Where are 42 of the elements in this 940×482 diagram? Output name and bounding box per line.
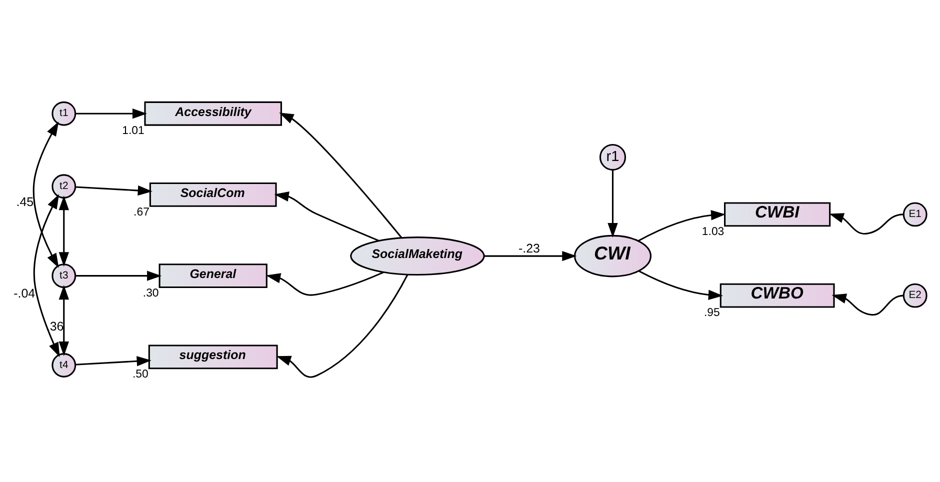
- arrow: [276, 274, 408, 378]
- arrow: [638, 270, 723, 300]
- node-ellipse: CWI: [574, 234, 652, 277]
- node-label: .50: [132, 368, 148, 380]
- arrow: [32, 120, 59, 268]
- edge-label: -.04: [14, 286, 36, 300]
- node-box: SocialCom: [149, 182, 277, 206]
- arrow: [76, 108, 148, 118]
- arrow: [638, 210, 726, 241]
- node-circle: r1: [599, 143, 626, 170]
- node-label: .95: [704, 306, 720, 319]
- arrow: [58, 284, 69, 356]
- arrow: [75, 356, 152, 366]
- edge-label: -.23: [518, 241, 540, 256]
- arrow: [75, 184, 152, 196]
- arrow: [76, 270, 162, 280]
- node-box: CWBO: [720, 282, 835, 308]
- node-box: Accessibility: [144, 100, 282, 126]
- node-circle: t2: [52, 174, 76, 198]
- node-ellipse: SocialMaketing: [350, 236, 485, 276]
- edge-label: .45: [16, 194, 34, 208]
- node-box: CWBI: [724, 202, 831, 226]
- arrow: [274, 190, 380, 241]
- arrow: [829, 212, 904, 234]
- arrow: [279, 112, 402, 238]
- arrow: [58, 195, 69, 266]
- node-label: .67: [134, 206, 150, 218]
- node-circle: t4: [52, 352, 76, 377]
- node-label: .30: [142, 286, 159, 299]
- node-circle: t1: [52, 100, 76, 126]
- arrow: [608, 170, 618, 238]
- node-box: General: [158, 263, 268, 288]
- arrow: [33, 194, 60, 357]
- node-label: 1.03: [702, 226, 724, 238]
- arrow: [266, 271, 384, 296]
- node-circle: t3: [52, 263, 76, 288]
- node-box: suggestion: [148, 344, 278, 369]
- node-circle: E2: [902, 282, 928, 308]
- arrow: [484, 250, 577, 261]
- node-label: 1.01: [122, 124, 144, 137]
- arrow: [832, 293, 904, 316]
- node-circle: E1: [902, 202, 928, 226]
